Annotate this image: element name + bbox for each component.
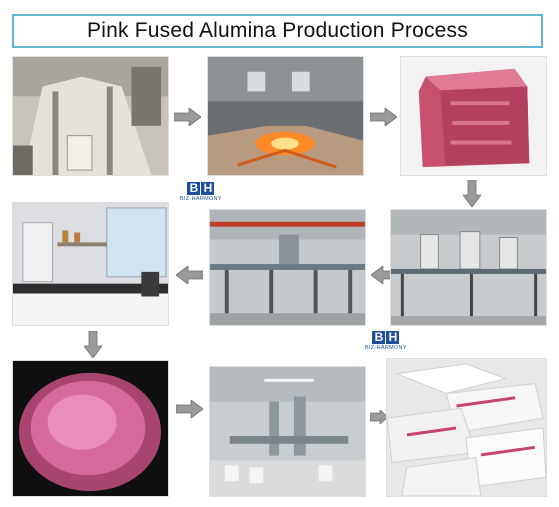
arrow-right-4 [370, 410, 388, 424]
logo-letter-b: B [372, 331, 386, 344]
photo-packaging-workshop [209, 366, 366, 497]
page-title: Pink Fused Alumina Production Process [87, 19, 468, 42]
photo-crude-block [400, 56, 547, 176]
arrow-right-3 [176, 400, 203, 418]
photo-pink-grains [12, 360, 169, 497]
photo-laboratory [12, 202, 169, 326]
logo-letter-h: H [386, 331, 400, 344]
photo-furnace-plant [12, 56, 169, 176]
photo-processing-line [390, 209, 547, 326]
biz-harmony-logo-2: B H BIZ-HARMONY [365, 331, 407, 352]
photo-bagged-product [386, 358, 547, 497]
arrow-down-2 [84, 331, 102, 358]
title-box: Pink Fused Alumina Production Process [12, 14, 543, 48]
photo-smelting-furnace [207, 56, 364, 176]
logo-letter-h: H [201, 182, 215, 195]
arrow-down-1 [463, 180, 481, 207]
arrow-right-2 [370, 108, 397, 126]
logo-tagline: BIZ-HARMONY [180, 196, 222, 202]
logo-tagline: BIZ-HARMONY [365, 345, 407, 351]
arrow-left-1 [176, 266, 203, 284]
biz-harmony-logo-1: B H BIZ-HARMONY [180, 182, 222, 203]
arrow-right-1 [174, 108, 201, 126]
logo-letter-b: B [187, 182, 201, 195]
photo-steel-platform [209, 209, 366, 326]
